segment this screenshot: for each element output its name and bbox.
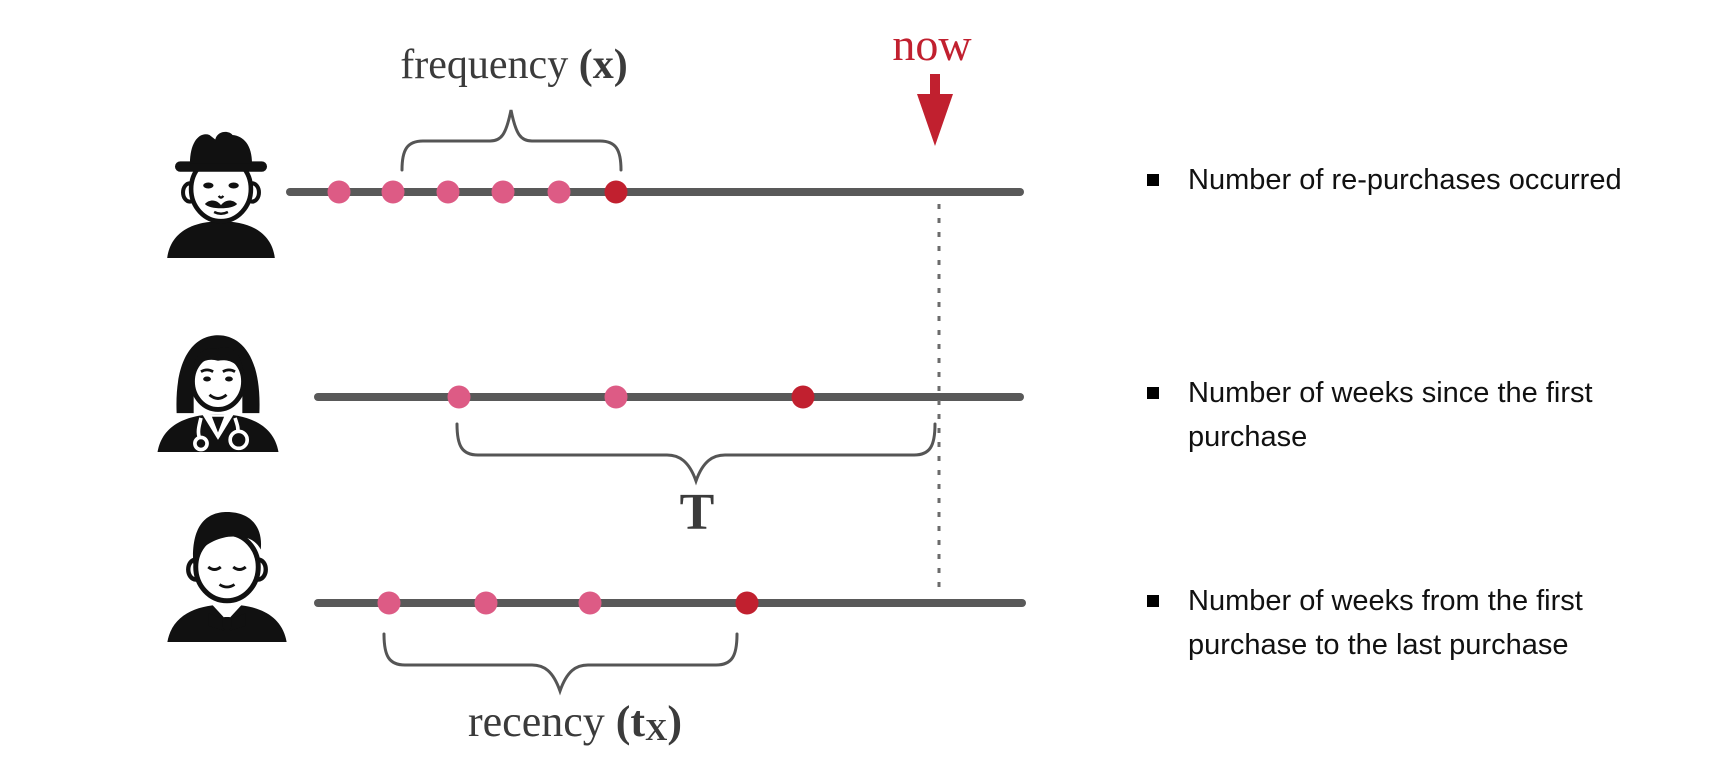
square-bullet-icon: [1147, 174, 1159, 186]
purchase-dot: [327, 180, 351, 204]
frequency-brace: [400, 109, 623, 172]
list-item: Number of weeks from the first purchase …: [1147, 579, 1687, 667]
frequency-label: frequency (x): [400, 42, 627, 88]
recency-t-symbol: (t: [615, 697, 646, 746]
purchase-dots-customer-1: [327, 180, 628, 204]
list-item: Number of re-purchases occurred: [1147, 158, 1622, 202]
recency-label: recency (tX): [468, 697, 682, 748]
last-purchase-dot: [604, 180, 628, 204]
recency-brace: [382, 632, 739, 696]
purchase-dot: [491, 180, 515, 204]
purchase-dot: [474, 591, 498, 615]
square-bullet-icon: [1147, 595, 1159, 607]
purchase-dot: [447, 385, 471, 409]
purchase-dot: [578, 591, 602, 615]
purchase-dots-customer-2: [447, 385, 815, 409]
customer-avatar-man-hat-icon: [167, 131, 275, 258]
purchase-dot: [381, 180, 405, 204]
now-label: now: [892, 19, 972, 70]
t-definition: Number of weeks since the first purchase: [1188, 377, 1593, 453]
purchase-dots-customer-3: [377, 591, 759, 615]
last-purchase-dot: [791, 385, 815, 409]
now-arrow-icon: [917, 74, 953, 146]
customer-avatar-bowtie-icon: [167, 512, 287, 642]
recency-subscript: X: [645, 713, 668, 747]
t-label: T: [679, 484, 715, 541]
definitions-list: Number of re-purchases occurred Number o…: [1147, 0, 1687, 774]
purchase-dot: [604, 385, 628, 409]
purchase-dot: [436, 180, 460, 204]
recency-definition: Number of weeks from the first purchase …: [1188, 585, 1583, 661]
purchase-dot: [377, 591, 401, 615]
list-item: Number of weeks since the first purchase: [1147, 371, 1687, 459]
customer-avatar-doctor-icon: [157, 335, 279, 452]
last-purchase-dot: [735, 591, 759, 615]
recency-close-paren: ): [667, 697, 682, 746]
purchase-dot: [547, 180, 571, 204]
recency-label-text: recency: [468, 697, 616, 746]
t-brace: [455, 422, 937, 486]
frequency-label-text: frequency: [400, 42, 579, 88]
square-bullet-icon: [1147, 387, 1159, 399]
frequency-x-symbol: (x): [578, 42, 628, 88]
timelines-diagram: [286, 74, 1026, 696]
frequency-definition: Number of re-purchases occurred: [1188, 164, 1622, 196]
